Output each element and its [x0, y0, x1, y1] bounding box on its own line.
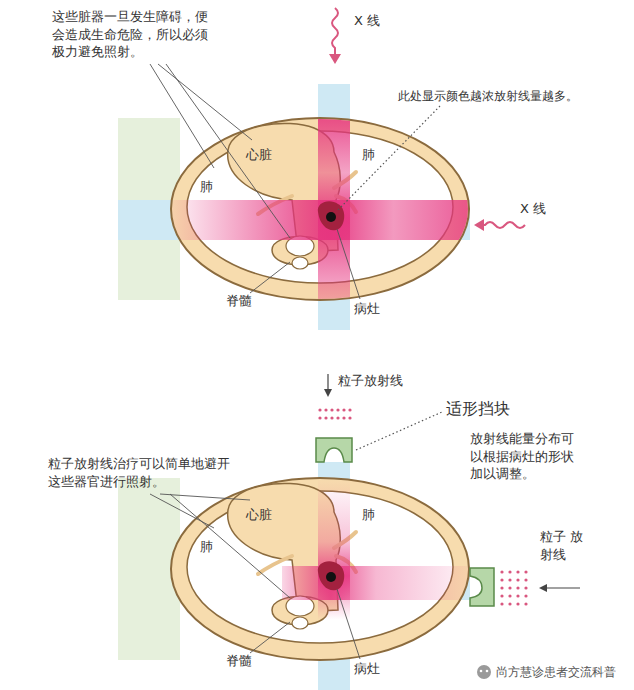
- lesion-label: 病灶: [354, 660, 380, 678]
- dotted-leader: [356, 412, 442, 450]
- particle-dots: [500, 578, 503, 581]
- particle-dots: [508, 578, 511, 581]
- particle-arrow: [539, 584, 547, 592]
- particle-dots: [330, 408, 333, 411]
- organ-label: 脊髓: [226, 292, 252, 310]
- organ-label: 心脏: [246, 506, 272, 524]
- particle-dots: [348, 408, 351, 411]
- particle-arrow: [546, 587, 580, 588]
- dose-overlay: [282, 566, 472, 600]
- particle-dots: [318, 408, 321, 411]
- watermark-icon: [486, 670, 489, 673]
- organ-label: 心脏: [246, 146, 272, 164]
- dotted-leader: [338, 106, 440, 210]
- dose-overlay: [282, 478, 472, 662]
- particle-arrow: [327, 374, 328, 390]
- leader-line: [150, 64, 214, 168]
- particle-dots: [330, 416, 333, 419]
- leader-line: [337, 229, 360, 299]
- leader-line: [150, 494, 214, 528]
- watermark-icon: [477, 665, 491, 679]
- organ-label: 肺: [362, 506, 375, 524]
- particle-dots: [318, 416, 321, 419]
- dotted-leader: [338, 106, 442, 450]
- leader-line: [250, 622, 290, 653]
- particle-dots: [516, 578, 519, 581]
- particle-dots: [516, 586, 519, 589]
- lesion-label: 病灶: [354, 300, 380, 318]
- particle-dots: [342, 408, 345, 411]
- dose-overlay: [170, 200, 470, 240]
- particle-arrow: [324, 389, 332, 397]
- x-ray-arrow: [474, 219, 484, 231]
- beam-label: 粒子 放射线: [540, 528, 584, 563]
- beam-label: 粒子放射线: [338, 372, 403, 390]
- organ-label: 肺: [200, 178, 213, 196]
- particle-dots: [524, 570, 527, 573]
- particle-dots: [516, 602, 519, 605]
- conformal-block: [470, 568, 494, 606]
- x-ray-arrow: [329, 8, 341, 64]
- leader-line: [250, 262, 290, 293]
- particle-dots: [500, 594, 503, 597]
- dose-overlay: [170, 118, 470, 302]
- conformal-block: [316, 438, 352, 462]
- organ-label: 肺: [200, 538, 213, 556]
- watermark-icon: [480, 670, 483, 673]
- organ-label: 肺: [362, 146, 375, 164]
- organ-label: 脊髓: [226, 652, 252, 670]
- x-ray-arrow: [482, 222, 525, 228]
- particle-dots: [500, 570, 527, 605]
- watermark-icon: [477, 665, 491, 679]
- particle-dots: [516, 570, 519, 573]
- block-note: 放射线能量分布可 以根据病灶的形状 加以调整。: [470, 430, 580, 483]
- particle-dots: [516, 594, 519, 597]
- lesion-mark: [318, 201, 344, 230]
- particle-dots: [524, 602, 527, 605]
- particle-dots: [324, 408, 327, 411]
- particle-dots: [500, 602, 503, 605]
- avoid-note: 粒子放射线治疗可以简单地避开 这些器官进行照射。: [48, 455, 236, 490]
- beam-label: X 线: [520, 200, 546, 218]
- beam-label: X 线: [354, 12, 380, 30]
- leader-line: [170, 494, 290, 598]
- particle-dots: [524, 578, 527, 581]
- particle-dots: [524, 594, 527, 597]
- dose-note: 此处显示颜色越浓放射线量越多。: [398, 88, 578, 104]
- leader-line: [158, 64, 252, 140]
- organ-warning-note: 这些脏器一旦发生障碍，便 会造成生命危险，所以必须 极力避免照射。: [52, 8, 214, 61]
- particle-dots: [342, 416, 345, 419]
- particle-dots: [348, 416, 351, 419]
- particle-dots: [336, 408, 339, 411]
- x-ray-arrow: [474, 219, 525, 231]
- block-label: 适形挡块: [446, 398, 510, 420]
- particle-dots: [324, 416, 327, 419]
- watermark: 尚方慧诊患者交流科普: [496, 664, 616, 680]
- particle-dots: [524, 586, 527, 589]
- particle-dots: [508, 594, 511, 597]
- particle-dots: [500, 570, 503, 573]
- x-ray-arrow: [329, 54, 341, 64]
- x-ray-arrow: [332, 8, 338, 56]
- particle-arrow: [539, 584, 580, 592]
- particle-arrow: [324, 374, 332, 397]
- leader-line: [337, 589, 360, 659]
- lesion-mark: [318, 561, 344, 590]
- particle-dots: [318, 408, 351, 419]
- particle-dots: [500, 586, 503, 589]
- particle-dots: [508, 570, 511, 573]
- leader-line: [166, 64, 290, 238]
- leader-line: [150, 64, 360, 659]
- particle-dots: [508, 586, 511, 589]
- particle-dots: [508, 602, 511, 605]
- particle-dots: [336, 416, 339, 419]
